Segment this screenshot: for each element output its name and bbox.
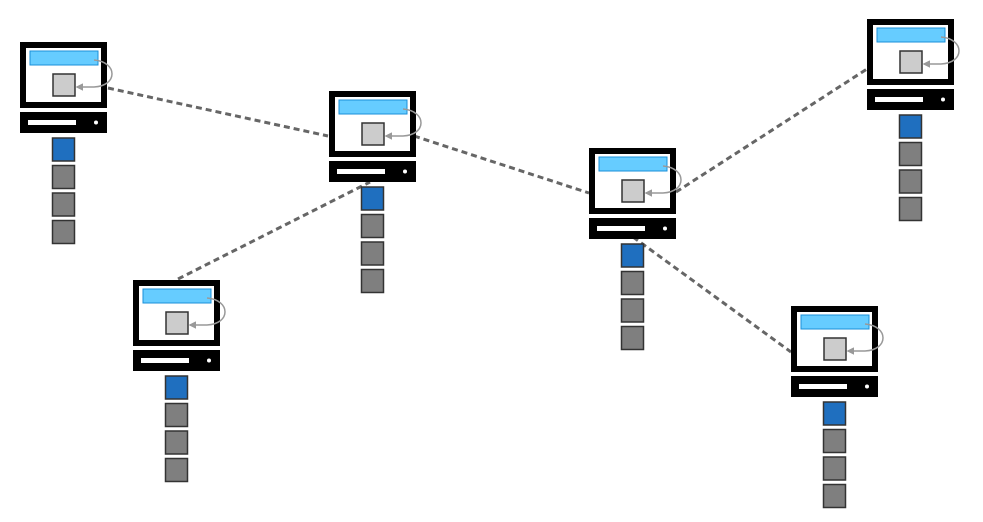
link-node-2-node-3 <box>177 180 371 281</box>
disk-slot <box>597 226 645 231</box>
block-idle <box>51 164 76 190</box>
power-led <box>663 226 667 231</box>
block-idle <box>164 457 189 483</box>
circular-arrow-icon <box>75 59 113 91</box>
block-idle <box>620 270 645 296</box>
disk-slot <box>141 358 189 363</box>
disk-slot <box>337 169 385 174</box>
circular-arrow-icon <box>644 165 682 197</box>
node-5[interactable] <box>867 19 960 222</box>
link-node-2-node-4 <box>413 134 590 195</box>
computer-node-icon <box>791 306 884 397</box>
power-led <box>94 120 98 125</box>
node-1[interactable] <box>20 42 113 245</box>
circular-arrow-icon <box>384 108 422 140</box>
node-4[interactable] <box>589 148 682 351</box>
circular-arrow-icon <box>922 36 960 68</box>
block-idle <box>620 325 645 351</box>
block-active <box>822 401 847 426</box>
block-idle <box>360 241 385 266</box>
block-idle <box>164 402 189 428</box>
screen-title-bar <box>800 314 870 330</box>
disk-slot <box>28 120 76 125</box>
block-idle <box>360 213 385 239</box>
power-led <box>403 169 407 174</box>
window-box <box>621 179 645 203</box>
link-node-4-node-6 <box>632 235 792 354</box>
window-box <box>361 122 385 146</box>
block-idle <box>822 483 847 509</box>
block-idle <box>822 428 847 454</box>
power-led <box>207 358 211 363</box>
block-idle <box>164 430 189 455</box>
screen-title-bar <box>338 99 408 115</box>
link-node-1-node-2 <box>107 86 329 138</box>
screen-title-bar <box>598 156 668 172</box>
block-idle <box>620 298 645 323</box>
computer-node-icon <box>589 148 682 239</box>
block-idle <box>898 141 923 167</box>
computer-node-icon <box>329 91 422 182</box>
block-active <box>164 375 189 400</box>
screen-title-bar <box>142 288 212 304</box>
links-layer <box>107 67 868 354</box>
nodes-layer <box>20 19 960 509</box>
block-idle <box>898 196 923 222</box>
power-led <box>941 97 945 102</box>
screen-title-bar <box>876 27 946 43</box>
circular-arrow-icon <box>846 323 884 355</box>
disk-slot <box>799 384 847 389</box>
window-box <box>823 337 847 361</box>
circular-arrow-icon <box>188 297 226 329</box>
window-box <box>899 50 923 74</box>
screen-title-bar <box>29 50 99 66</box>
block-active <box>360 186 385 211</box>
block-idle <box>898 169 923 194</box>
disk-slot <box>875 97 923 102</box>
block-active <box>620 243 645 268</box>
block-idle <box>51 192 76 217</box>
block-idle <box>822 456 847 481</box>
node-3[interactable] <box>133 280 226 483</box>
block-active <box>898 114 923 139</box>
link-node-4-node-5 <box>675 67 868 194</box>
computer-node-icon <box>20 42 113 133</box>
block-idle <box>51 219 76 245</box>
node-6[interactable] <box>791 306 884 509</box>
computer-node-icon <box>867 19 960 110</box>
block-active <box>51 137 76 162</box>
window-box <box>52 73 76 97</box>
block-idle <box>360 268 385 294</box>
window-box <box>165 311 189 335</box>
power-led <box>865 384 869 389</box>
node-2[interactable] <box>329 91 422 294</box>
computer-node-icon <box>133 280 226 371</box>
